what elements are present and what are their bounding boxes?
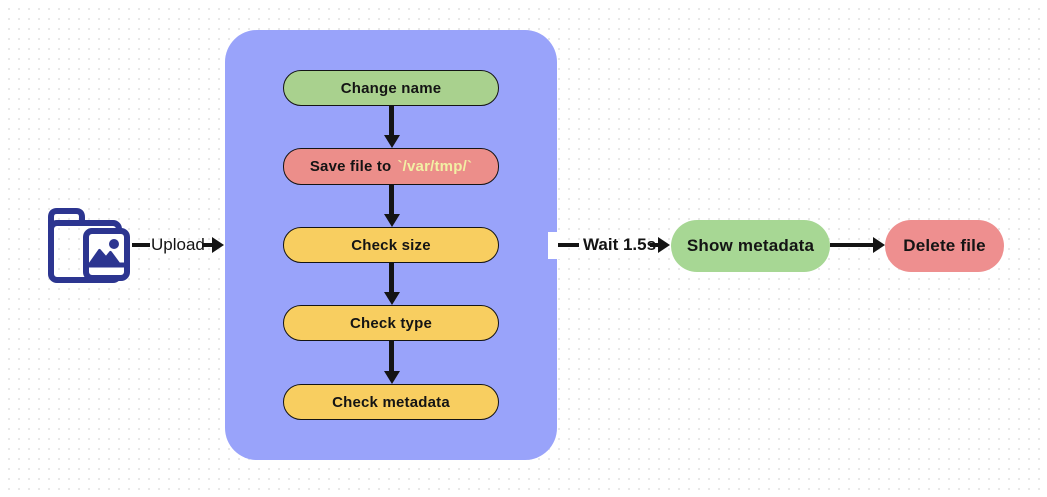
down-arrow xyxy=(389,106,394,136)
node-show-metadata: Show metadata xyxy=(671,220,830,272)
step-check-metadata: Check metadata xyxy=(283,384,499,420)
step-save-file: Save file to `/var/tmp/` xyxy=(283,148,499,185)
down-arrow xyxy=(389,341,394,372)
upload-arrowhead xyxy=(202,243,212,247)
edge-label-mask xyxy=(548,232,562,259)
node-delete-file: Delete file xyxy=(885,220,1004,272)
step-check-type: Check type xyxy=(283,305,499,341)
down-arrow xyxy=(389,263,394,293)
upload-connector-line xyxy=(132,243,150,247)
step-check-size: Check size xyxy=(283,227,499,263)
photo-sun-shape xyxy=(109,239,119,249)
delete-arrow xyxy=(830,243,873,247)
wait-arrowhead xyxy=(650,243,658,247)
folder-tab-shape xyxy=(48,208,85,233)
step-label: Check metadata xyxy=(332,393,450,411)
step-change-name: Change name xyxy=(283,70,499,106)
step-label: Change name xyxy=(340,79,442,97)
upload-edge-label: Upload xyxy=(151,235,205,254)
step-label: Check size xyxy=(351,236,431,254)
wait-connector-line xyxy=(558,243,579,247)
node-label: Delete file xyxy=(903,236,986,255)
photo-frame-shape xyxy=(83,228,130,281)
step-code-label: `/var/tmp/` xyxy=(397,158,473,175)
pipeline-container: Change name Save file to `/var/tmp/` Che… xyxy=(225,30,557,460)
step-label: Save file to xyxy=(309,158,392,175)
down-arrow xyxy=(389,185,394,215)
wait-edge-label: Wait 1.5s xyxy=(583,235,657,254)
node-label: Show metadata xyxy=(686,236,815,255)
step-label: Check type xyxy=(349,314,433,332)
folder-image-icon xyxy=(48,208,130,283)
